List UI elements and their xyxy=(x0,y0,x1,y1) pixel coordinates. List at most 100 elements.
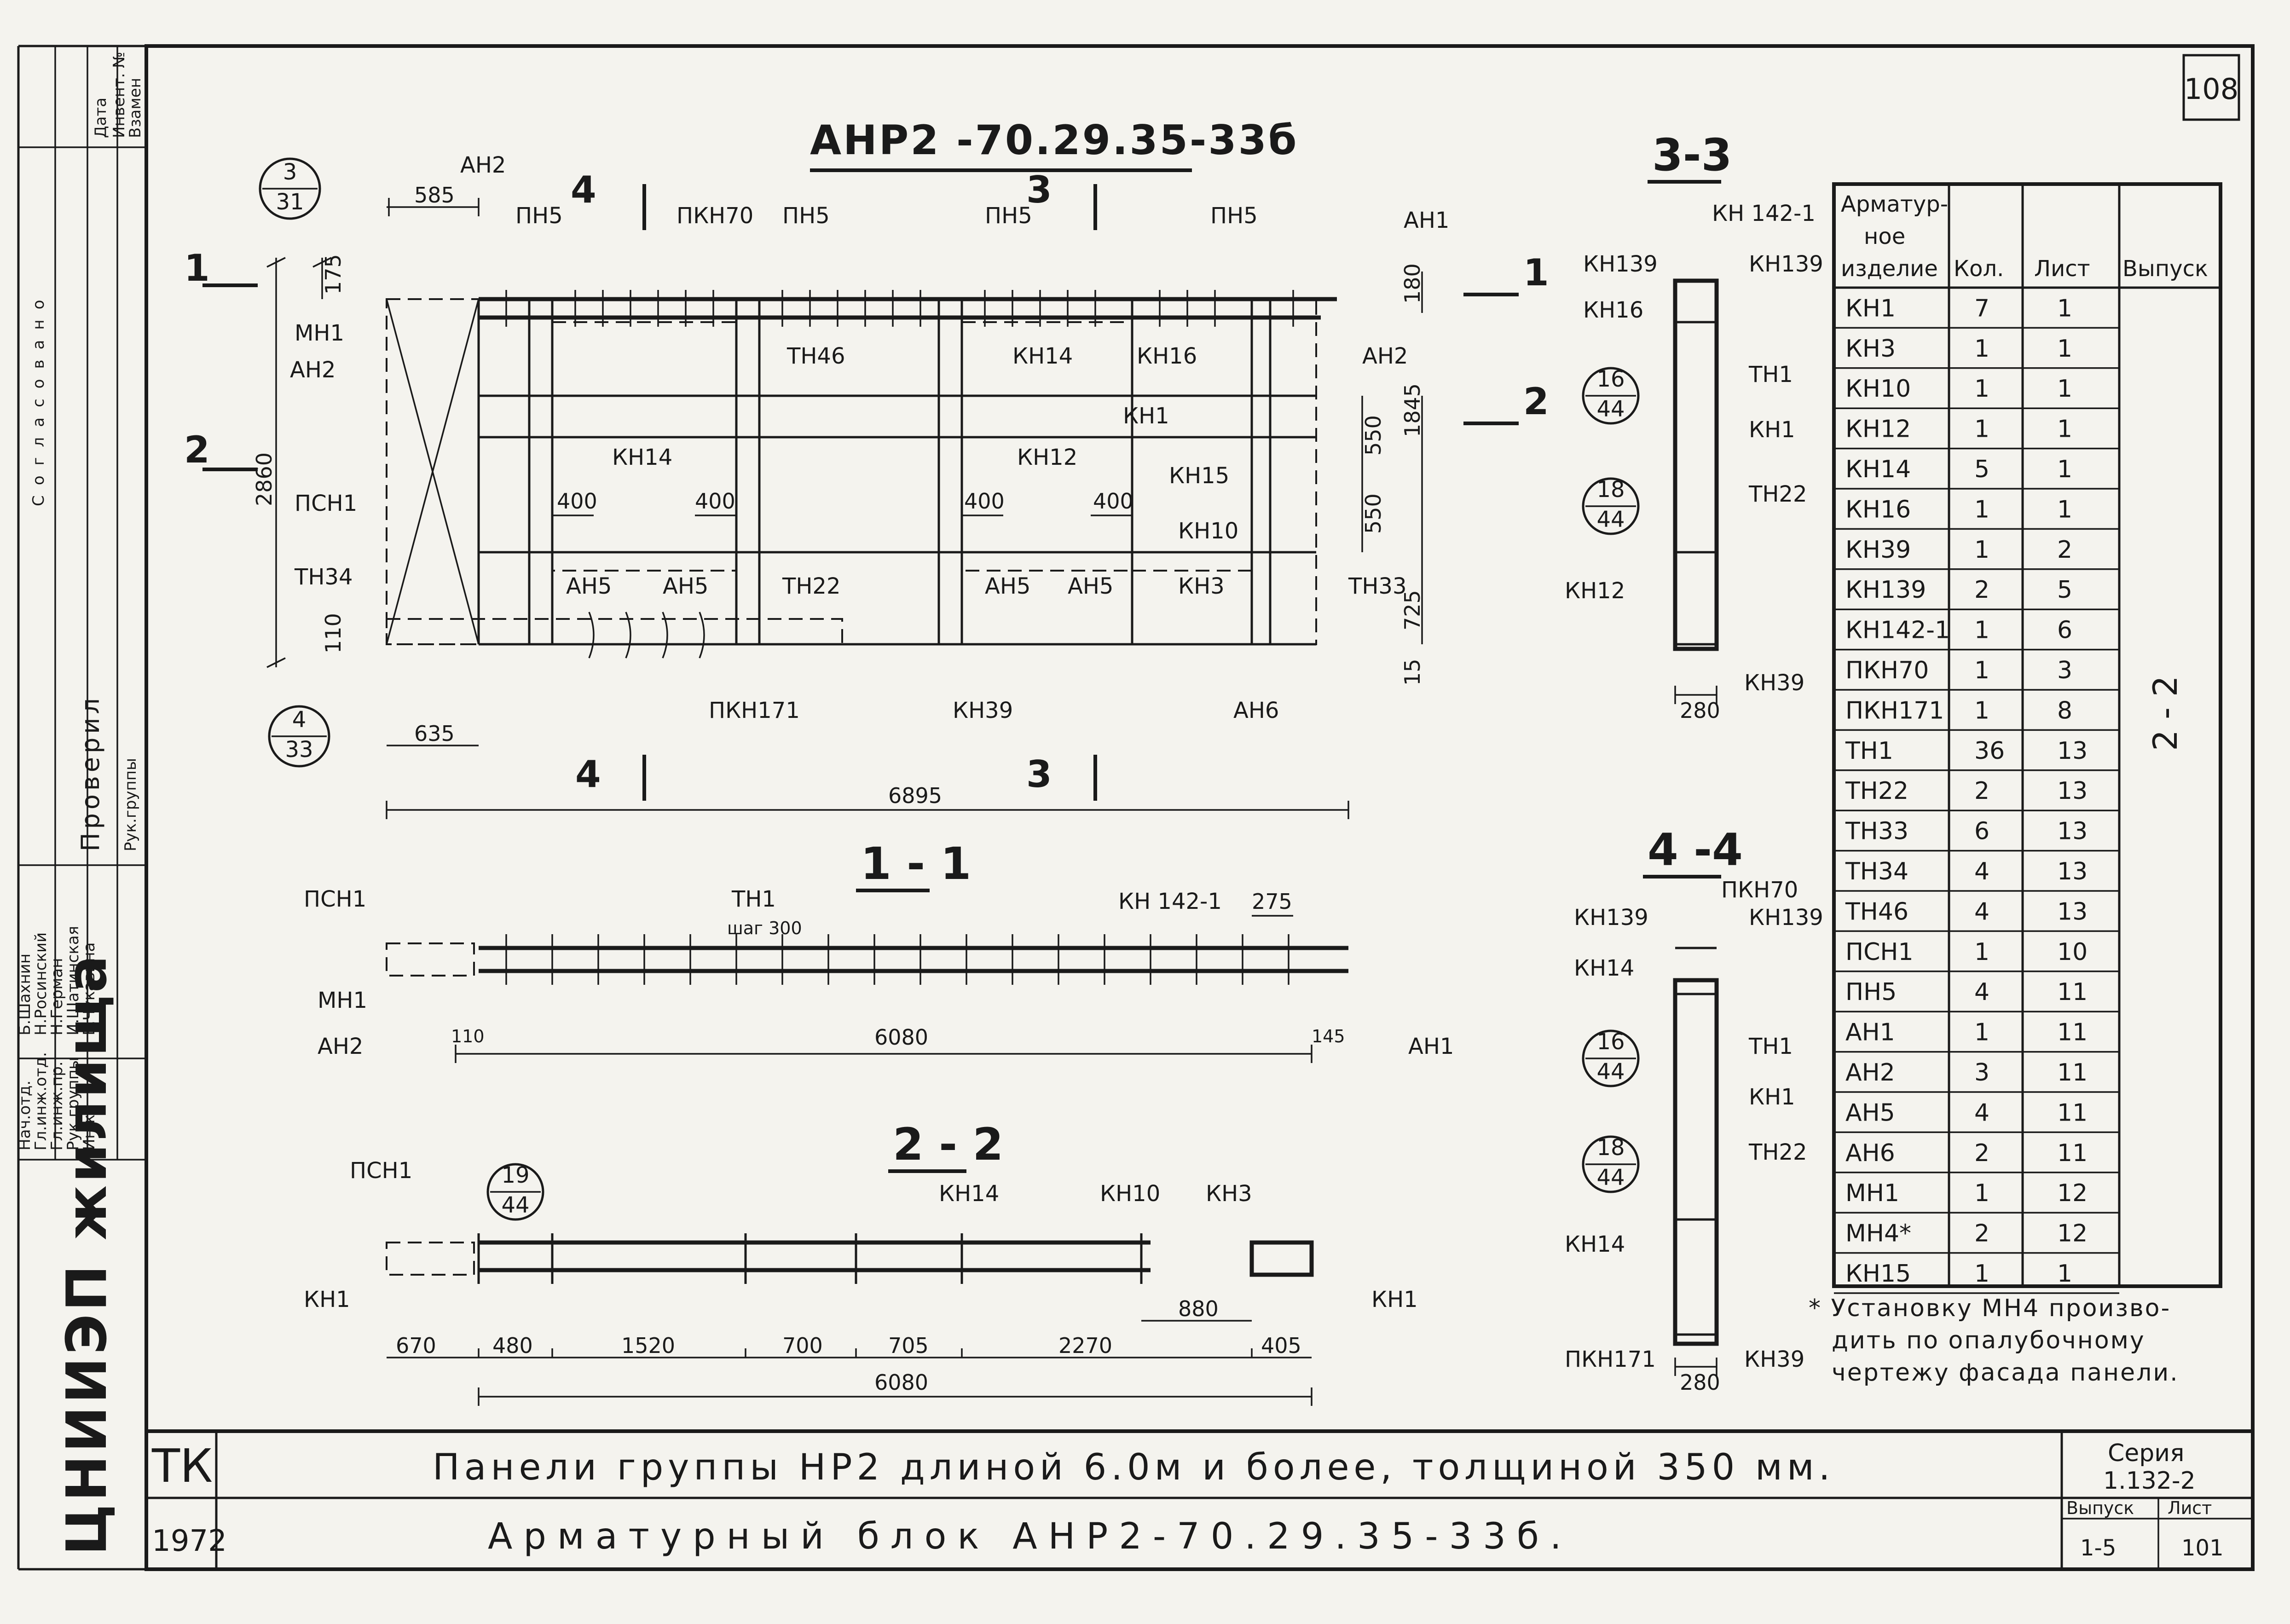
section-2-2-title: 2 - 2 xyxy=(893,1119,1003,1170)
callout-7-bottom: 44 xyxy=(501,1192,529,1218)
spec-item-qty: 4 xyxy=(1974,1099,1989,1127)
spec-item-sheet: 13 xyxy=(2057,898,2088,925)
s11-dim-3: 6080 xyxy=(874,1025,928,1050)
s22-dim-1: 670 xyxy=(396,1333,436,1358)
callout-3-bottom: 44 xyxy=(1596,396,1625,422)
spec-item-sheet: 11 xyxy=(2057,1059,2088,1087)
spec-header-qty: Кол. xyxy=(1954,256,2004,282)
section-4-4-title: 4 -4 xyxy=(1648,824,1743,876)
s44-label-2: КН139 xyxy=(1574,905,1648,930)
spec-item-name: КН12 xyxy=(1845,416,1911,443)
spec-item-qty: 1 xyxy=(1974,657,1989,684)
s22-dim-2: 480 xyxy=(492,1333,533,1358)
elev-dim-2: 175 xyxy=(321,254,346,295)
section-3-3: 3-3 16 44 18 44 КН 142-1 КН139 КН139 КН1… xyxy=(1565,129,1823,723)
s11-label-2: ТН1 xyxy=(731,886,776,912)
s11-dim-2: 110 xyxy=(451,1026,485,1046)
elev-label-9: АН2 xyxy=(290,357,335,383)
spec-item-qty: 1 xyxy=(1974,335,1989,363)
spec-item-qty: 1 xyxy=(1974,697,1989,724)
spec-item-qty: 1 xyxy=(1974,536,1989,564)
spec-item-sheet: 11 xyxy=(2057,978,2088,1006)
spec-item-sheet: 1 xyxy=(2057,496,2072,523)
elev-label-17: КН12 xyxy=(1017,445,1077,470)
spec-item-qty: 3 xyxy=(1974,1059,1989,1087)
spec-item-sheet: 10 xyxy=(2057,938,2088,966)
elev-label-10: ТН46 xyxy=(786,343,845,369)
elev-dim-5: 1845 xyxy=(1400,383,1425,437)
callout-5-top: 16 xyxy=(1596,1029,1625,1055)
s33-label-7: ТН22 xyxy=(1748,481,1807,507)
spec-item-sheet: 13 xyxy=(2057,737,2088,765)
spec-item-name: КН142-1 xyxy=(1845,617,1950,644)
spec-item-name: КН15 xyxy=(1845,1260,1911,1288)
spec-item-qty: 4 xyxy=(1974,898,1989,925)
callout-1-bottom: 31 xyxy=(276,189,304,215)
spec-item-name: МН1 xyxy=(1845,1179,1899,1207)
spec-item-qty: 6 xyxy=(1974,818,1989,845)
spec-item-sheet: 1 xyxy=(2057,335,2072,363)
s44-label-3: КН139 xyxy=(1749,905,1823,930)
s22-label-1: ПСН1 xyxy=(350,1158,412,1184)
spec-header-1b: ное xyxy=(1864,224,1905,249)
year: 1972 xyxy=(152,1524,227,1558)
callout-2-bottom: 33 xyxy=(285,737,313,763)
stamp-name-5: Е.Чукавина xyxy=(80,942,98,1035)
elev-label-12: КН16 xyxy=(1137,343,1197,369)
spec-item-qty: 1 xyxy=(1974,1260,1989,1288)
s44-label-4: КН14 xyxy=(1574,955,1634,981)
elev-label-2: ПН5 xyxy=(515,203,563,229)
spec-item-sheet: 11 xyxy=(2057,1099,2088,1127)
cut-2-right: 2 xyxy=(1523,380,1549,423)
footnote-line-1: * Установку МН4 произво- xyxy=(1809,1295,2171,1322)
callout-4-bottom: 44 xyxy=(1596,507,1625,532)
elev-dim-15: 635 xyxy=(414,721,455,746)
spec-item-name: АН1 xyxy=(1845,1019,1895,1046)
spec-item-sheet: 13 xyxy=(2057,858,2088,885)
elev-label-19: КН10 xyxy=(1178,518,1238,544)
elev-label-15: ПСН1 xyxy=(295,491,357,516)
page-number: 108 xyxy=(2184,72,2238,106)
elev-label-27: ТН33 xyxy=(1348,573,1407,599)
spec-item-name: КН14 xyxy=(1845,456,1911,483)
elev-label-24: АН5 xyxy=(985,573,1030,599)
issue-value: 1-5 xyxy=(2080,1535,2116,1561)
s44-label-6: КН1 xyxy=(1749,1084,1795,1110)
elev-label-29: КН39 xyxy=(953,698,1013,723)
spec-item-qty: 4 xyxy=(1974,978,1989,1006)
callout-1-top: 3 xyxy=(283,159,297,185)
footnote-line-2: дить по опалубочному xyxy=(1832,1327,2145,1354)
elev-dim-14: 400 xyxy=(1093,489,1133,514)
s22-dim-6: 2270 xyxy=(1058,1333,1112,1358)
spec-item-qty: 1 xyxy=(1974,375,1989,403)
elev-dim-9: 15 xyxy=(1400,659,1425,686)
s11-label-1: ПСН1 xyxy=(304,886,366,912)
elev-dim-4: 2860 xyxy=(252,452,277,506)
spec-item-sheet: 5 xyxy=(2057,576,2072,604)
stamp-name-4: И.Шатинская xyxy=(64,926,82,1035)
elev-label-8: МН1 xyxy=(295,320,344,346)
title-block: ТК 1972 Панели группы НР2 длиной 6.0м и … xyxy=(146,1429,2253,1569)
section-1-1: 1 - 1 ПСН1 ТН1 шаг 300 КН 142-1 МН1 АН2 … xyxy=(304,838,1454,1063)
block-title: АНР2 -70.29.35-33б xyxy=(810,116,1298,164)
elev-label-7: АН1 xyxy=(1404,208,1449,233)
spec-side-label: 2 - 2 xyxy=(2146,676,2185,751)
callout-4-top: 18 xyxy=(1596,477,1625,503)
elev-dim-12: 400 xyxy=(695,489,735,514)
spec-item-sheet: 6 xyxy=(2057,617,2072,644)
org-code: ТК xyxy=(151,1439,213,1493)
issue-label: Выпуск xyxy=(2066,1498,2134,1518)
s33-dim-1: 280 xyxy=(1680,698,1720,723)
s33-label-9: КН39 xyxy=(1744,670,1804,696)
s33-label-2: КН139 xyxy=(1583,251,1658,277)
s11-label-3: шаг 300 xyxy=(727,918,802,938)
spec-item-name: КН3 xyxy=(1845,335,1896,363)
section-4-4: 4 -4 16 44 18 44 ПКН70 КН139 КН139 КН14 … xyxy=(1565,824,1823,1395)
s22-dim-9: 6080 xyxy=(874,1370,928,1395)
elev-label-16: КН14 xyxy=(612,445,672,470)
s44-label-5: ТН1 xyxy=(1748,1034,1793,1059)
stamp-role-5: Инж. xyxy=(80,1110,98,1150)
s11-label-5: МН1 xyxy=(318,988,367,1013)
